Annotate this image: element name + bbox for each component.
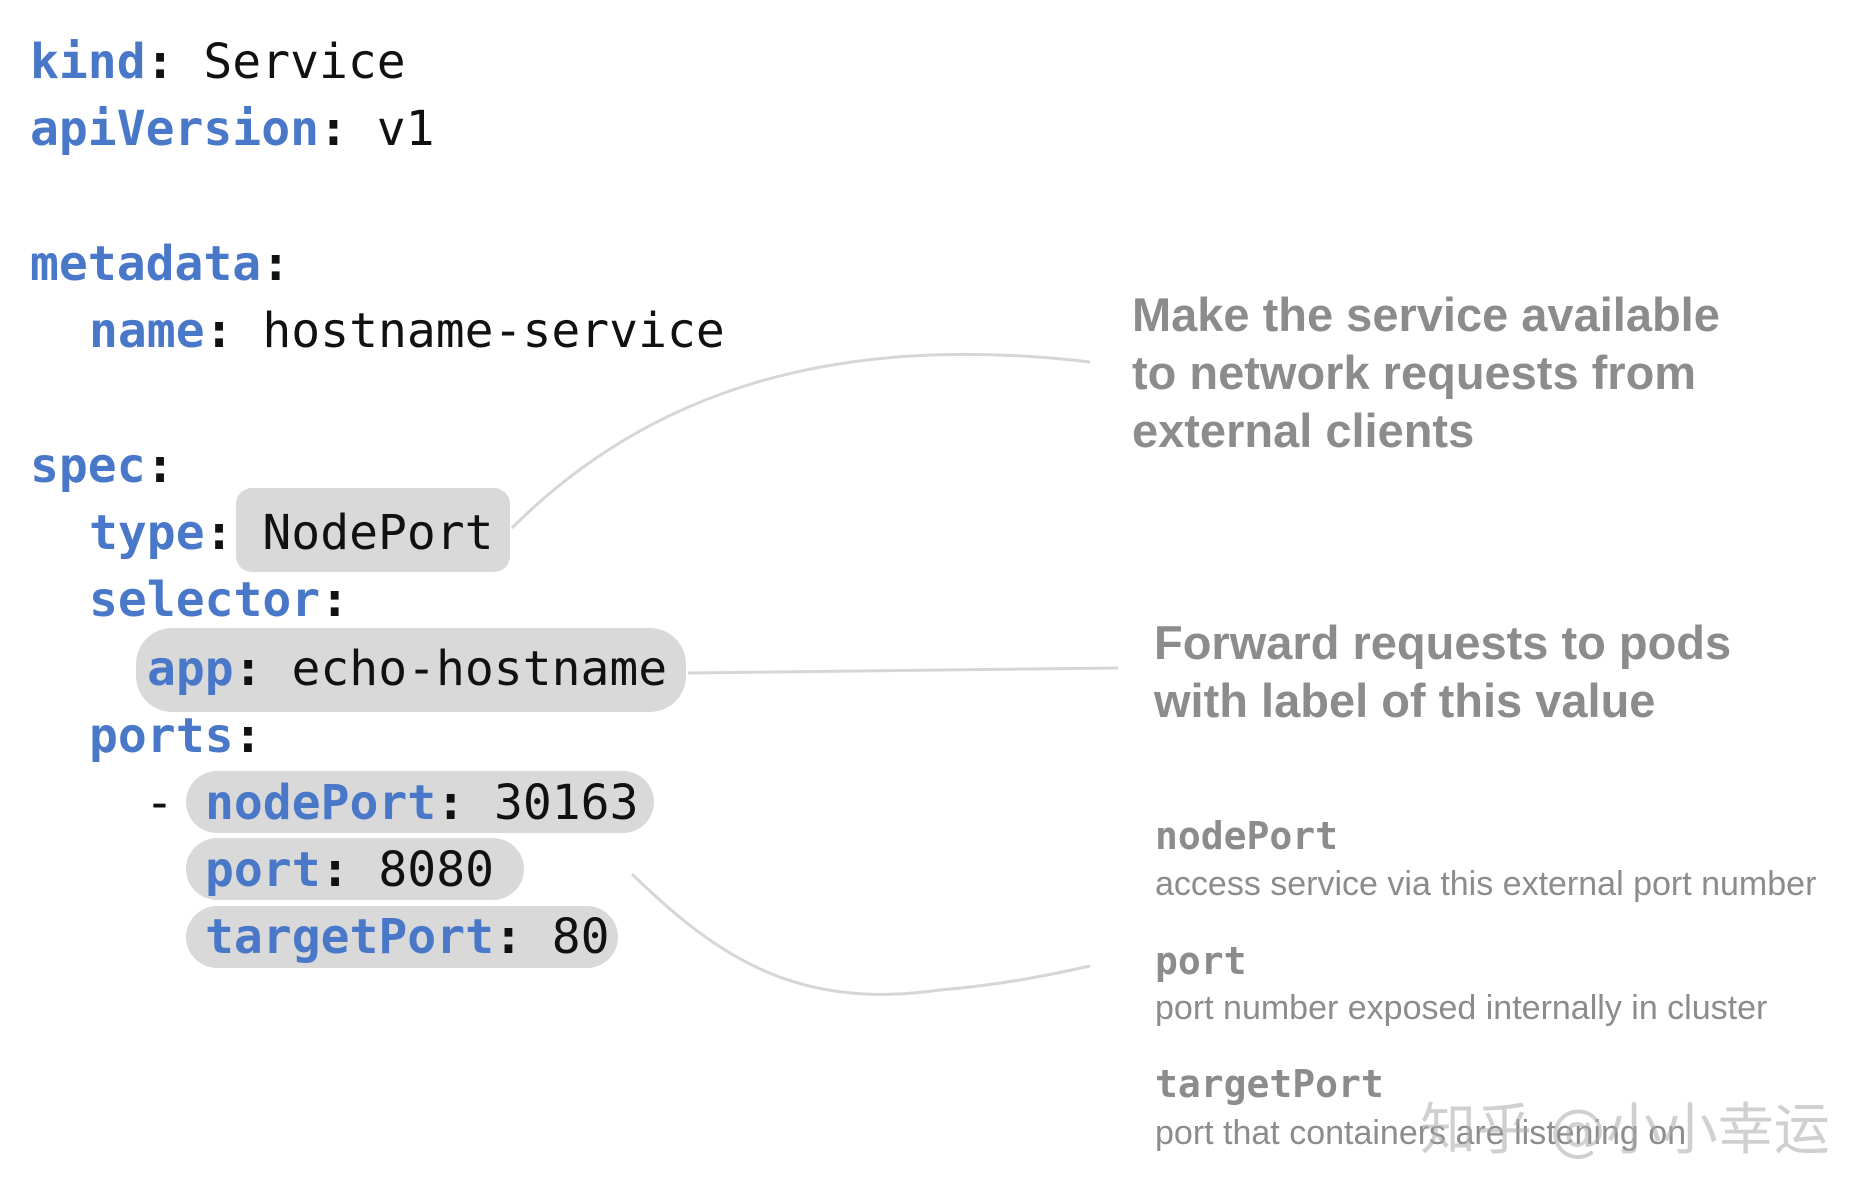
nodeport-type-annotation: Make the service available to network re… — [1132, 286, 1720, 460]
yaml-value: echo-hostname — [291, 641, 668, 697]
field-targetport-name: targetPort — [1155, 1062, 1384, 1106]
yaml-line-ports: ports: — [89, 708, 263, 764]
yaml-line-spec: spec: — [30, 438, 175, 494]
field-port-desc: port number exposed internally in cluste… — [1155, 989, 1768, 1027]
yaml-line-port: port: 8080 — [205, 842, 494, 898]
yaml-value: 8080 — [378, 842, 494, 898]
yaml-value: v1 — [376, 101, 435, 157]
annotation-line: with label of this value — [1154, 674, 1656, 727]
yaml-line-nodeport: nodePort: 30163 — [205, 775, 639, 831]
field-targetport-desc: port that containers are listening on — [1155, 1114, 1687, 1152]
yaml-key: metadata — [30, 236, 262, 292]
type-value-highlight — [236, 488, 510, 572]
yaml-key: type — [89, 505, 205, 561]
targetport-highlight — [186, 906, 618, 968]
yaml-dash: - — [145, 775, 174, 831]
nodeport-highlight — [186, 771, 654, 833]
annotation-line: Forward requests to pods — [1154, 616, 1732, 669]
yaml-line-app: app: echo-hostname — [147, 641, 668, 697]
yaml-key: name — [89, 303, 205, 359]
yaml-line-name: name: hostname-service — [89, 303, 725, 359]
field-nodeport-desc: access service via this external port nu… — [1155, 865, 1817, 903]
yaml-line-apiversion: apiVersion: v1 — [30, 101, 435, 157]
annotation-line: to network requests from — [1132, 346, 1697, 399]
port-highlight — [186, 838, 524, 900]
yaml-key: ports — [89, 708, 234, 764]
yaml-value: 30163 — [493, 775, 639, 831]
ports-connector — [630, 872, 1091, 996]
yaml-key: spec — [30, 438, 146, 494]
yaml-value: 80 — [551, 909, 610, 965]
selector-app-highlight — [136, 628, 686, 712]
selector-connector — [687, 666, 1119, 675]
yaml-line-selector: selector: — [89, 572, 350, 628]
yaml-key: targetPort — [205, 909, 494, 965]
field-port-name: port — [1155, 939, 1247, 983]
selector-annotation: Forward requests to pods with label of t… — [1154, 614, 1731, 730]
yaml-line-metadata: metadata: — [30, 236, 291, 292]
type-connector — [510, 352, 1091, 530]
annotation-line: Make the service available — [1132, 288, 1720, 341]
field-nodeport-name: nodePort — [1155, 814, 1339, 858]
yaml-key: port — [205, 842, 321, 898]
yaml-value: hostname-service — [262, 303, 725, 359]
yaml-key: kind — [30, 34, 146, 90]
yaml-key: selector — [89, 572, 321, 628]
yaml-value: NodePort — [262, 505, 494, 561]
yaml-line-targetport: targetPort: 80 — [205, 909, 610, 965]
yaml-value: Service — [203, 34, 406, 90]
annotation-line: external clients — [1132, 404, 1475, 457]
yaml-line-type: type: NodePort — [89, 505, 494, 561]
yaml-key: apiVersion — [30, 101, 319, 157]
yaml-line-kind: kind: Service — [30, 34, 406, 90]
yaml-key: app — [147, 641, 234, 697]
watermark: 知乎 @小小幸运 — [1420, 1098, 1830, 1163]
yaml-key: nodePort — [205, 775, 437, 831]
